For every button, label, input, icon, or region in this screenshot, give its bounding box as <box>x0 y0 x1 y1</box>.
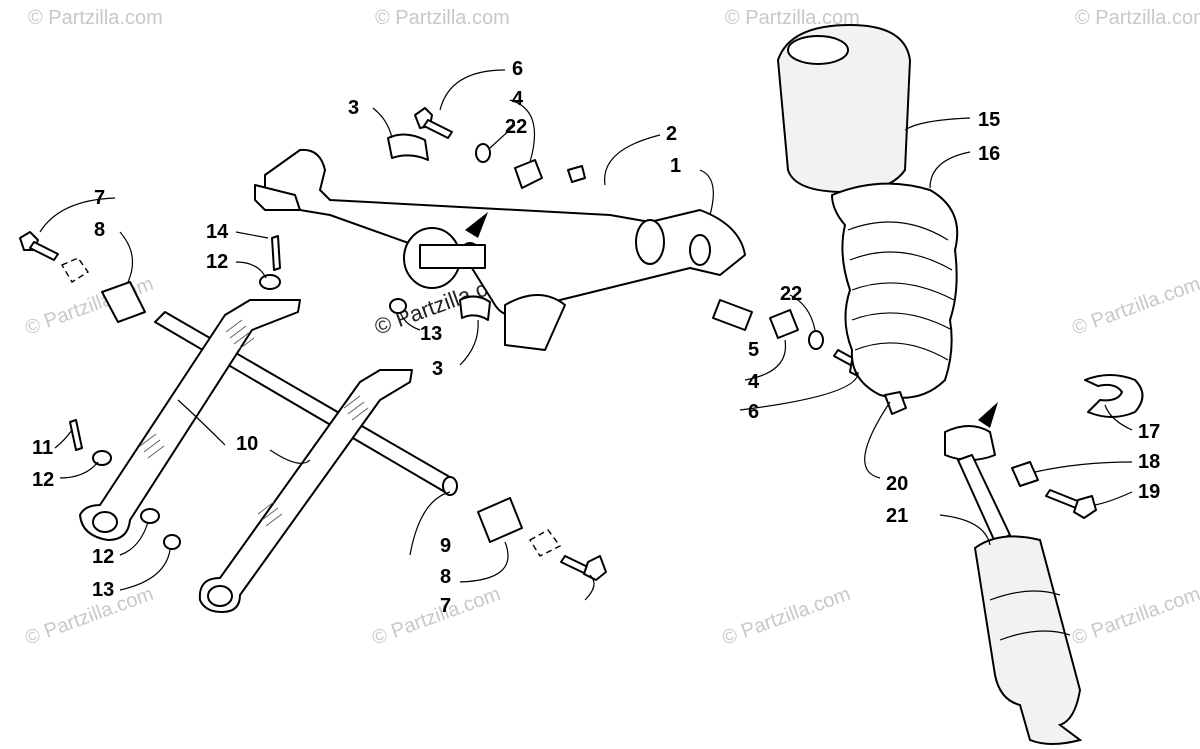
callout-4-right: 4 <box>748 371 760 393</box>
watermark-text: © Partzilla.com <box>725 7 860 29</box>
watermark-text: © Partzilla.com <box>1075 7 1200 29</box>
watermark-text: © Partzilla.com <box>719 583 853 650</box>
washer-12-bottom <box>140 508 160 524</box>
arrow-shock-icon <box>978 402 998 428</box>
bushing-cap-top <box>387 133 429 161</box>
callout-17: 17 <box>1138 421 1160 443</box>
callout-18: 18 <box>1138 451 1160 473</box>
washer-12-top <box>259 274 281 290</box>
callout-9: 9 <box>440 535 451 557</box>
bolt-lower-right <box>560 555 607 581</box>
callout-12-top: 12 <box>206 251 228 273</box>
callout-13-top: 13 <box>420 323 442 345</box>
callout-21: 21 <box>886 505 908 527</box>
bushing-left <box>101 281 146 323</box>
callout-12-left: 12 <box>32 469 54 491</box>
callout-14: 14 <box>206 221 229 243</box>
leader-lines <box>39 69 1133 601</box>
callout-3-bottom: 3 <box>432 358 443 380</box>
callout-6-right: 6 <box>748 401 759 423</box>
bushing-top <box>514 159 543 189</box>
callout-8-left: 8 <box>94 219 105 241</box>
bushing-cap-bottom <box>459 295 491 321</box>
spacer-right <box>712 299 753 331</box>
callout-19: 19 <box>1138 481 1160 503</box>
watermark-text: © Partzilla.com <box>369 583 503 650</box>
callout-7-right: 7 <box>440 595 451 617</box>
shock-absorber-illustration <box>776 23 1144 745</box>
washer-top <box>475 143 491 163</box>
callout-4-top: 4 <box>512 88 524 110</box>
bolt-top <box>414 107 453 139</box>
watermark-text: © Partzilla.com <box>28 7 163 29</box>
nut-13-bottom <box>163 534 181 550</box>
arrow-a-arm-icon <box>465 212 488 238</box>
callout-12-bottom: 12 <box>92 546 114 568</box>
callout-1: 1 <box>670 155 681 177</box>
callout-22-right: 22 <box>780 283 802 305</box>
callout-15: 15 <box>978 109 1000 131</box>
bolt-left <box>19 231 59 261</box>
a-arm-illustration <box>254 148 746 351</box>
callout-7-left: 7 <box>94 187 105 209</box>
rear-arm-right <box>198 369 413 613</box>
callout-5: 5 <box>748 339 759 361</box>
callout-13-bottom: 13 <box>92 579 114 601</box>
watermark-text: © Partzilla.com <box>375 7 510 29</box>
phantom-washer-right <box>529 529 562 557</box>
callout-22-top: 22 <box>505 116 527 138</box>
phantom-washer-left <box>60 257 90 283</box>
callout-11: 11 <box>32 437 53 459</box>
watermark-text: © Partzilla.com <box>1069 273 1200 340</box>
washer-12-middle <box>92 450 112 466</box>
screw-14 <box>271 235 281 271</box>
callout-16: 16 <box>978 143 1000 165</box>
callout-2: 2 <box>666 123 677 145</box>
rear-arm-left <box>79 299 301 541</box>
parts-artwork <box>19 23 1144 745</box>
callout-8-right: 8 <box>440 566 451 588</box>
watermark-text: © Partzilla.com <box>22 583 156 650</box>
callout-10: 10 <box>236 433 258 455</box>
bushing-lower-right <box>477 497 523 543</box>
nut-13-top <box>389 298 407 314</box>
callout-3-top: 3 <box>348 97 359 119</box>
bushing-right <box>769 309 799 339</box>
callout-6-top: 6 <box>512 58 523 80</box>
watermark-text: © Partzilla.com <box>1069 583 1200 650</box>
callout-labels: 1 2 3 3 4 4 5 6 6 7 7 8 8 9 10 11 12 12 … <box>32 58 1160 617</box>
washer-right <box>808 330 824 350</box>
grease-fitting <box>567 165 586 183</box>
callout-20: 20 <box>886 473 908 495</box>
screw-11 <box>69 419 83 451</box>
